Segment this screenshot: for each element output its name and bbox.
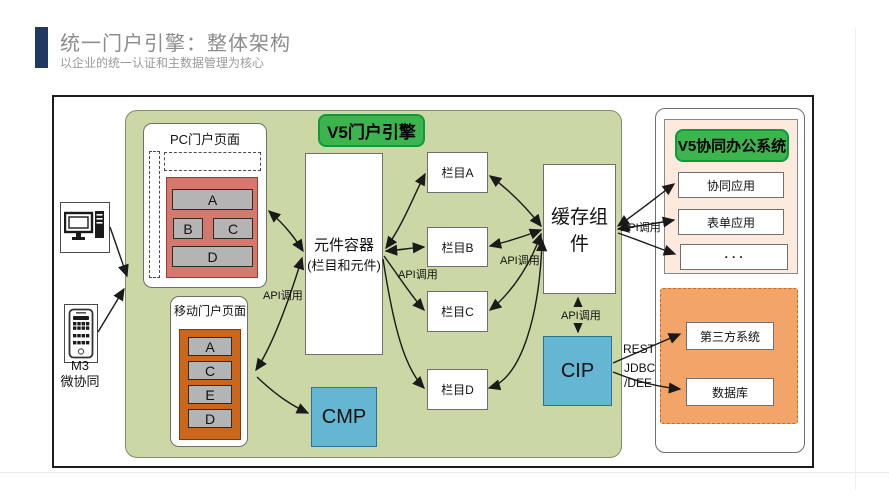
page-title: 统一门户引擎：整体架构 [60,33,291,55]
divider-line [0,472,889,473]
component-container: 元件容器 (栏目和元件) [305,153,383,355]
pc-portal-page: PC门户页面 A B C D [143,123,267,288]
jdbc-label: JDBC [624,361,656,375]
pc-block-b: B [173,218,203,239]
page-subtitle: 以企业的统一认证和主数据管理为核心 [60,56,265,70]
pc-layout-sidebar-placeholder [149,151,160,278]
cip-box: CIP [543,336,612,406]
mobile-block-e: E [188,385,232,404]
smartphone-icon [68,308,94,359]
office-app-ellipsis: · · · [680,244,788,270]
external-systems-group: 第三方系统 数据库 [660,288,798,424]
office-system-label: V5协同办公系统 [675,129,789,162]
api-call-label-5: API调用 [559,307,603,323]
desktop-computer-icon [64,210,104,240]
column-c-box: 栏目C [427,291,488,332]
right-panel: V5协同办公系统 协同应用 表单应用 · · · 第三方系统 数据库 [655,108,805,453]
component-container-line2: (栏目和元件) [307,258,381,273]
cmp-box: CMP [311,387,377,447]
column-a-box: 栏目A [427,152,488,193]
mobile-portal-page: 移动门户页面 A C E D [170,296,248,447]
pc-layout-banner-placeholder [164,152,261,171]
pc-layout-content-area: A B C D [166,177,258,278]
database-box: 数据库 [686,378,774,406]
phone-caption-weixietong: 微协同 [60,374,100,389]
pc-block-d: D [172,246,253,267]
pc-portal-page-title: PC门户页面 [169,132,241,147]
office-app-form: 表单应用 [678,209,784,235]
office-app-collab: 协同应用 [678,172,784,198]
pc-block-a: A [172,189,253,210]
divider-line-vertical [855,28,856,490]
phone-caption: M3 微协同 [48,358,112,390]
api-call-label-3: API调用 [500,255,540,267]
rest-label: REST [623,342,656,356]
office-system-group: V5协同办公系统 协同应用 表单应用 · · · [664,119,798,274]
dee-label: /DEE [624,376,653,390]
mobile-layout-content-area: A C E D [179,329,241,440]
api-call-label-1: API调用 [263,290,303,302]
portal-engine-label: V5门户引擎 [318,114,425,147]
title-accent-bar [35,27,48,68]
phone-caption-m3: M3 [70,358,90,373]
column-b-box: 栏目B [427,227,488,267]
pc-device-box [60,202,110,253]
column-d-box: 栏目D [427,369,488,410]
cache-component-box: 缓存组件 [543,164,616,294]
mobile-block-c: C [188,361,232,380]
mobile-block-d: D [188,409,232,428]
mobile-block-a: A [188,337,232,356]
api-call-label-4: API调用 [621,222,661,234]
api-call-label-2: API调用 [398,269,438,281]
component-container-line1: 元件容器 [313,237,374,254]
third-party-system-box: 第三方系统 [686,322,774,350]
phone-device-box [64,304,98,363]
pc-block-c: C [213,218,253,239]
mobile-portal-page-title: 移动门户页面 [173,304,246,318]
